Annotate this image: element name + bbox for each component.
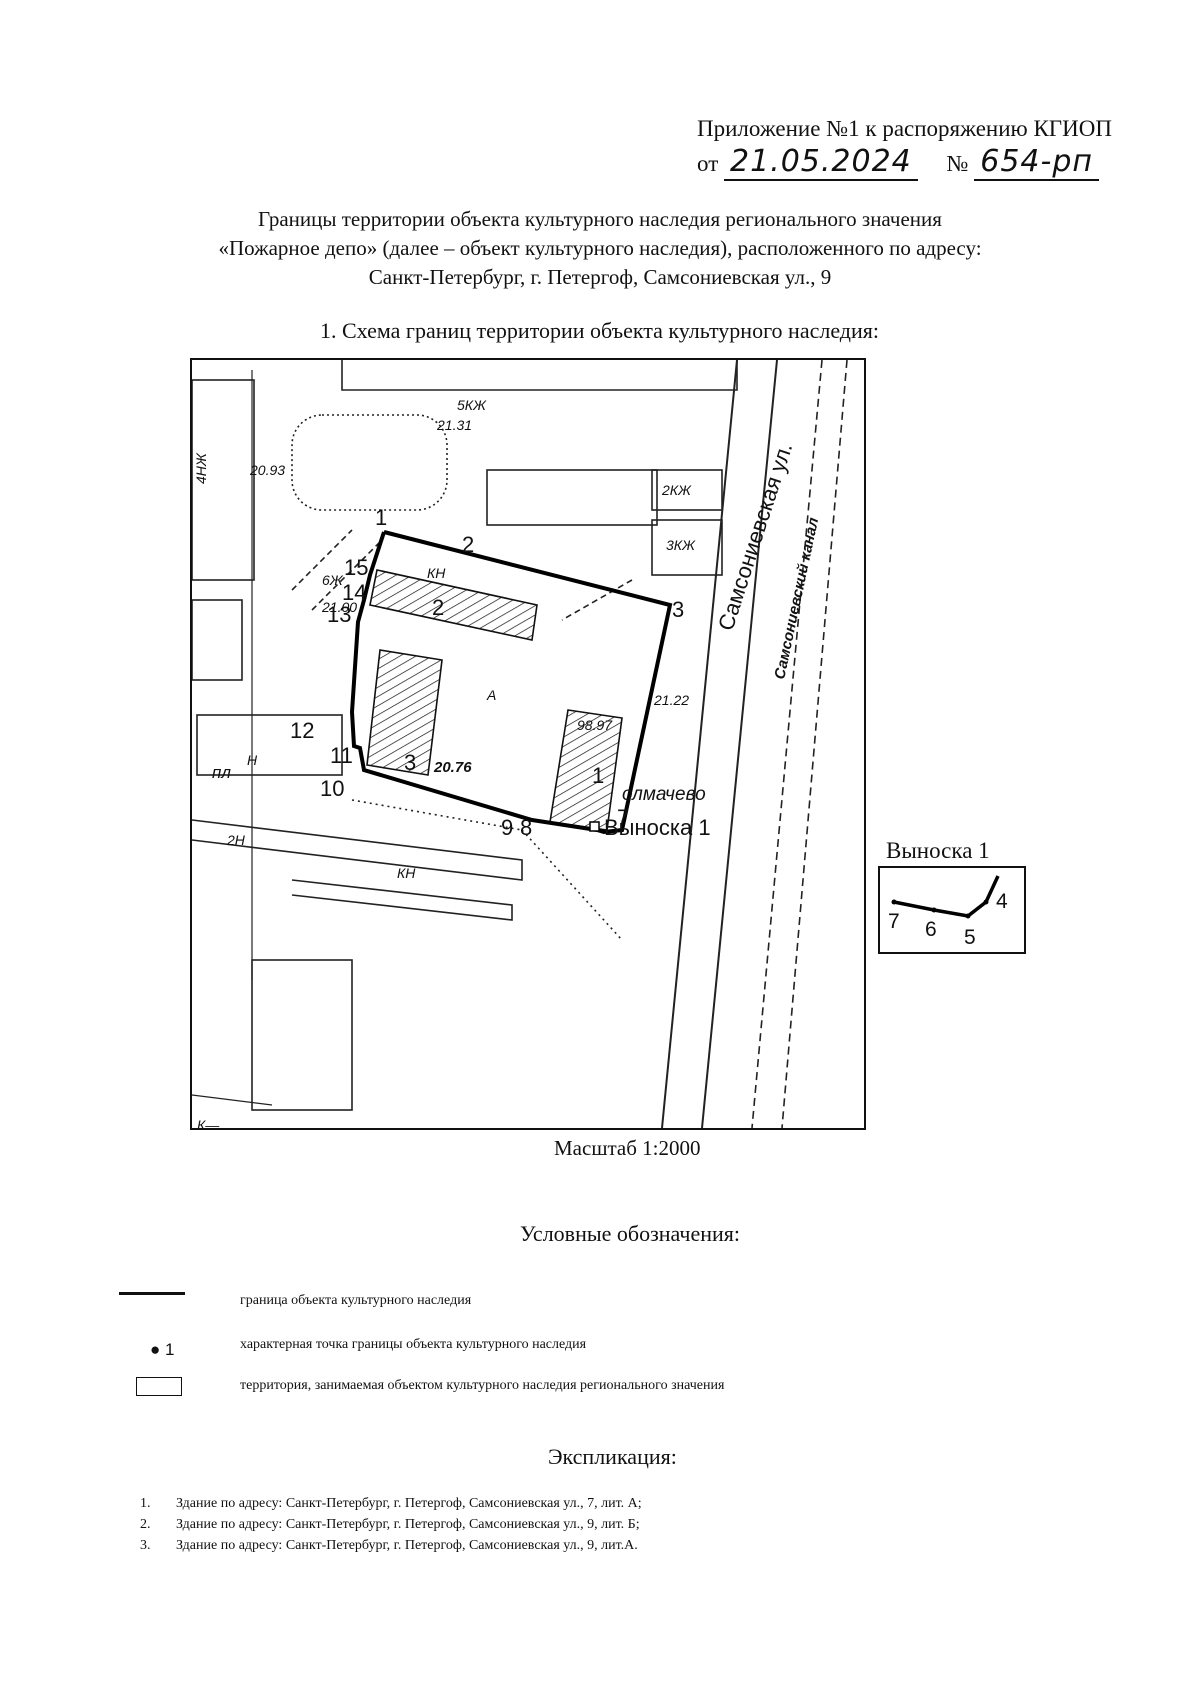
elev-21-22: 21.22 — [653, 692, 689, 708]
elev-20-76: 20.76 — [433, 759, 472, 776]
map-block-left-top — [192, 379, 255, 581]
date-prefix: от — [697, 151, 719, 176]
appendix-header: Приложение №1 к распоряжению КГИОП — [697, 116, 1112, 141]
point-10: 10 — [320, 776, 344, 801]
legend-boundary-symbol — [119, 1292, 185, 1295]
callout-ref-label: Выноска 1 — [604, 815, 711, 840]
callout-point-4: 4 — [996, 890, 1008, 913]
point-13: 13 — [327, 602, 351, 627]
letter-a: А — [486, 687, 496, 703]
map-garden-1 — [291, 414, 448, 511]
code-3kzh: 3КЖ — [666, 537, 696, 553]
map-drawing: 1 2 3 7 8 9 10 11 12 13 14 15 2 3 1 20.7… — [192, 360, 848, 1128]
boundary-map: 1 2 3 7 8 9 10 11 12 13 14 15 2 3 1 20.7… — [190, 358, 866, 1130]
code-6zh: 6Ж — [322, 572, 344, 588]
canal-label: Самсониевский канал — [771, 515, 822, 680]
building-number-3: 3 — [404, 750, 416, 775]
elev-21-31: 21.31 — [436, 417, 472, 433]
legend-point-symbol: ● 1 — [150, 1340, 175, 1359]
map-block-2kzh — [651, 469, 723, 511]
square-label: пл — [212, 763, 231, 782]
callout-point-5: 5 — [964, 926, 976, 949]
building-2-shape — [369, 569, 538, 641]
map-scale: Масштаб 1:2000 — [554, 1136, 701, 1160]
code-kn-2: 2Н — [226, 832, 246, 848]
building-number-1: 1 — [592, 763, 604, 788]
legend-point-text: характерная точка границы объекта культу… — [240, 1337, 587, 1352]
code-5kzh: 5КЖ — [457, 397, 487, 413]
callout-point-6: 6 — [925, 918, 937, 941]
map-block-kn-2 — [291, 879, 513, 921]
explication-item: 2.Здание по адресу: Санкт-Петербург, г. … — [140, 1517, 640, 1532]
point-3: 3 — [672, 597, 684, 622]
elev-20-93: 20.93 — [249, 462, 285, 478]
explication-list: 1.Здание по адресу: Санкт-Петербург, г. … — [140, 1493, 642, 1556]
map-block-top — [341, 360, 738, 391]
map-block-3kzh — [651, 519, 723, 576]
number-sign: № — [946, 151, 969, 176]
point-14: 14 — [342, 580, 366, 605]
map-block-left-mid — [192, 599, 243, 681]
point-12: 12 — [290, 718, 314, 743]
callout-box: 7 6 5 4 — [878, 866, 1026, 954]
building-number-2: 2 — [432, 595, 444, 620]
point-2: 2 — [462, 532, 474, 557]
title-line-2: «Пожарное депо» (далее – объект культурн… — [218, 236, 982, 260]
explication-item: 1.Здание по адресу: Санкт-Петербург, г. … — [140, 1496, 642, 1511]
map-street-edge-2 — [701, 360, 778, 1128]
code-kn-3: КН — [397, 865, 416, 881]
code-4nzh: 4НЖ — [193, 452, 209, 484]
map-street-edge-1 — [661, 360, 738, 1128]
point-11: 11 — [330, 743, 353, 768]
code-kn-1: КН — [427, 565, 446, 581]
legend-territory-text: территория, занимаемая объектом культурн… — [240, 1378, 725, 1393]
callout-marker — [589, 821, 600, 832]
map-block-n — [196, 714, 343, 776]
legend-point-number: 1 — [165, 1340, 175, 1359]
legend-boundary-text: граница объекта культурного наследия — [240, 1293, 472, 1308]
order-number: 654-рп — [974, 144, 1099, 181]
title-line-1: Границы территории объекта культурного н… — [258, 207, 942, 231]
building-3-shape — [366, 649, 443, 776]
point-9: 9 — [501, 815, 513, 840]
callout-title: Выноска 1 — [886, 838, 990, 863]
elev-21-00: 21.00 — [321, 599, 357, 615]
heritage-boundary — [349, 530, 673, 835]
order-date: 21.05.2024 — [724, 144, 918, 181]
elev-98-97: 98.97 — [577, 717, 613, 733]
map-canal-1 — [751, 360, 823, 1128]
code-2kzh: 2КЖ — [661, 482, 692, 498]
road-label: К— — [197, 1117, 220, 1128]
title-line-3: Санкт-Петербург, г. Петергоф, Самсониевс… — [368, 265, 832, 289]
explication-title: Экспликация: — [548, 1444, 677, 1469]
callout-drawing: 7 6 5 4 — [888, 875, 1008, 949]
map-block-kn-1 — [192, 819, 523, 881]
point-15: 15 — [344, 555, 368, 580]
place-label: олмачево — [622, 784, 706, 805]
legend-territory-symbol — [136, 1377, 182, 1396]
point-8: 8 — [520, 815, 532, 840]
code-n: Н — [247, 752, 258, 768]
legend-title: Условные обозначения: — [520, 1221, 741, 1246]
point-1: 1 — [375, 505, 387, 530]
map-block-mid — [486, 469, 658, 526]
map-canal-2 — [781, 360, 848, 1128]
order-date-number: от 21.05.2024 № 654-рп — [697, 144, 1099, 181]
map-block-bottom — [251, 959, 353, 1111]
point-7: 7 — [617, 805, 629, 830]
callout-boundary — [893, 875, 1000, 918]
explication-item: 3.Здание по адресу: Санкт-Петербург, г. … — [140, 1538, 638, 1553]
section-title: 1. Схема границ территории объекта культ… — [320, 318, 880, 343]
callout-point-7: 7 — [888, 910, 900, 933]
